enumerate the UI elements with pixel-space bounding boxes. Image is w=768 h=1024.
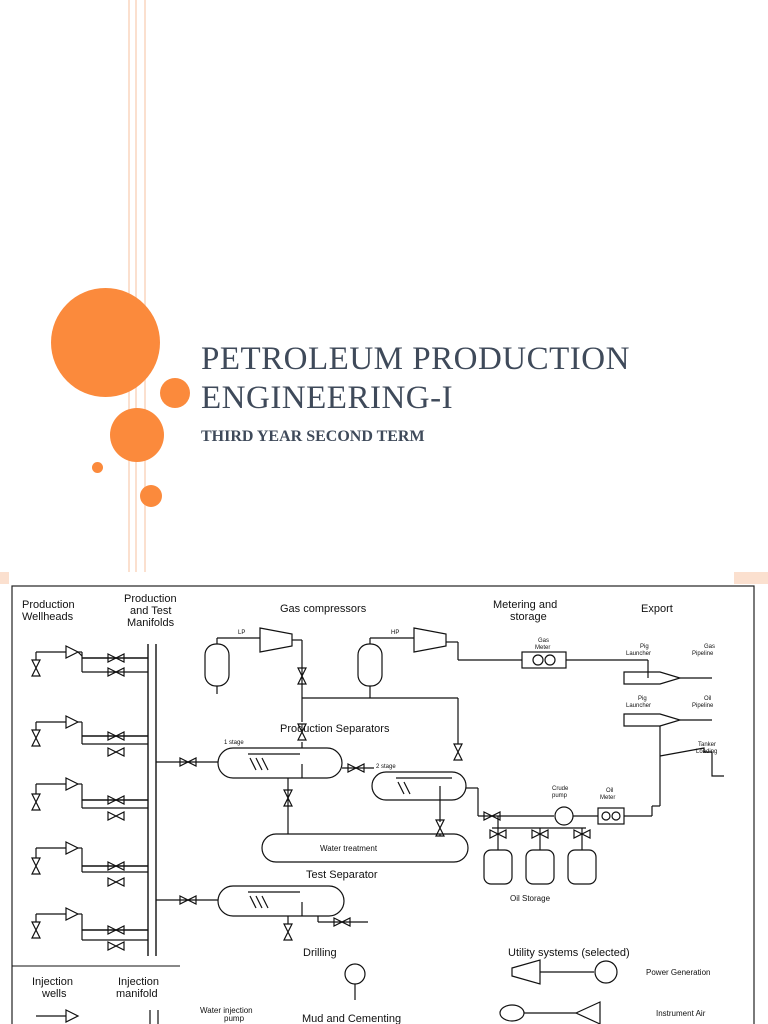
label-lp: LP [238,630,245,636]
test-separator [156,885,368,924]
label-hp: HP [391,630,399,636]
decorative-circle-small [160,378,190,408]
label-drilling: Drilling [303,947,337,959]
decorative-circle-large [51,288,160,397]
utility-equipment [499,959,618,1024]
label-production-separators: Production Separators [280,723,390,735]
gas-meter [521,651,712,685]
header-export: Export [641,603,673,615]
second-stage-separator [371,771,653,829]
title-slide: PETROLEUM PRODUCTION ENGINEERING-I THIRD… [51,0,761,572]
decorative-circle-small [140,485,162,507]
decorative-line [135,0,137,572]
decorative-bar [0,572,9,584]
label-utility-systems: Utility systems (selected) [508,947,630,959]
oil-storage-tanks [483,828,597,885]
gas-compressors [204,627,522,744]
label-instrument-air: Instrument Air [656,1009,706,1018]
oil-export [623,713,724,807]
label-oil-storage: Oil Storage [510,894,551,903]
mud-cementing-unit [344,963,366,1000]
decorative-circle-tiny [92,462,103,473]
label-stage-2: 2 stage [376,764,396,770]
slide-title: PETROLEUM PRODUCTION ENGINEERING-I [201,340,761,418]
injection-well-head [36,1009,159,1024]
decorative-bar [734,572,768,584]
header-gas-compressors: Gas compressors [280,603,367,615]
decorative-line [128,0,130,572]
water-treatment [261,833,469,863]
production-wellheads [31,645,148,941]
label-water-treatment: Water treatment [320,844,378,853]
title-line-1: PETROLEUM PRODUCTION [201,341,630,377]
label-test-separator: Test Separator [306,869,378,881]
title-line-2: ENGINEERING-I [201,380,454,416]
diagram-border [11,585,755,1024]
slide-subtitle: THIRD YEAR SECOND TERM [201,428,425,445]
decorative-line [144,0,146,572]
label-stage-1: 1 stage [224,740,244,746]
label-power-generation: Power Generation [646,968,710,977]
label-mud-cementing: Mud and Cementing [302,1013,401,1024]
manifold-headers [82,644,157,956]
decorative-circle-medium [110,408,164,462]
